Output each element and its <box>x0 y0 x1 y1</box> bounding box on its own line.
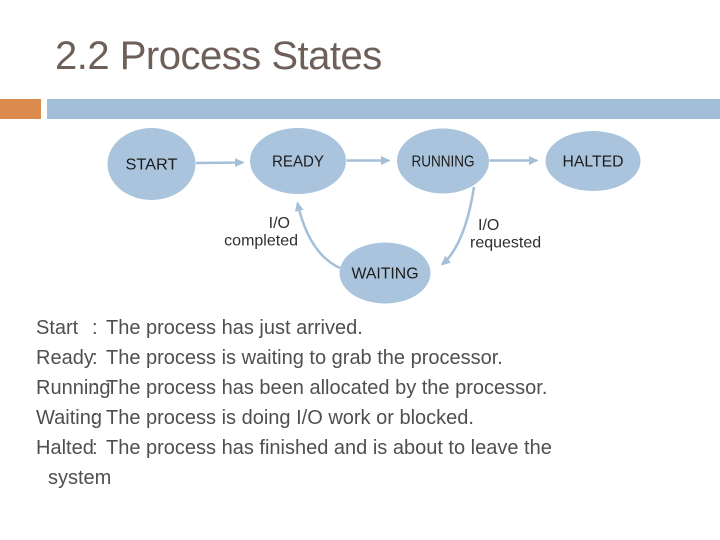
definition-text: The process is doing I/O work or blocked… <box>106 407 474 429</box>
definition-colon: : <box>92 377 98 399</box>
state-definitions: Start: The process has just arrived. Read… <box>36 313 696 493</box>
state-ellipse-waiting <box>339 242 431 304</box>
definition-term: Running <box>36 377 111 399</box>
state-label-halted: HALTED <box>563 154 624 171</box>
state-label-running: RUNNING <box>412 154 475 171</box>
state-label-ready: READY <box>272 154 324 171</box>
transition-waiting-ready-arc <box>294 201 341 270</box>
state-label-start: START <box>126 157 178 174</box>
definition-colon: : <box>92 347 98 369</box>
state-ellipse-start <box>107 128 196 200</box>
state-ellipse-running <box>397 128 489 194</box>
definition-row-running: Running: The process has been allocated b… <box>36 373 696 403</box>
accent-bar-orange <box>0 99 41 119</box>
io-requested-label-line1: I/O <box>478 217 499 234</box>
definition-term: Halted <box>36 437 94 459</box>
accent-bar-blue <box>47 99 720 119</box>
transition-start-ready <box>195 158 245 168</box>
definition-continuation: system <box>48 467 112 489</box>
io-requested-label-line2: requested <box>470 235 541 252</box>
definition-row-start: Start: The process has just arrived. <box>36 313 696 343</box>
definition-term: Ready <box>36 347 94 369</box>
definition-colon: : <box>92 407 98 429</box>
definition-colon: : <box>92 437 98 459</box>
definition-text: The process has just arrived. <box>106 317 363 339</box>
definition-text: The process has finished and is about to… <box>106 437 552 459</box>
state-ellipse-ready <box>250 128 346 194</box>
definition-row-ready: Ready: The process is waiting to grab the… <box>36 343 696 373</box>
definition-text: The process is waiting to grab the proce… <box>106 347 503 369</box>
io-completed-label-line2: completed <box>224 233 298 250</box>
definition-row-halted: Halted: The process has finished and is a… <box>36 433 696 463</box>
io-completed-label-line1: I/O <box>269 215 290 232</box>
definition-row-waiting: Waiting: The process is doing I/O work or… <box>36 403 696 433</box>
definition-text: The process has been allocated by the pr… <box>106 377 548 399</box>
definition-term: Start <box>36 317 79 339</box>
page-title: 2.2 Process States <box>55 34 382 78</box>
definition-colon: : <box>92 317 98 339</box>
state-ellipse-halted <box>545 131 641 191</box>
definition-term: Waiting <box>36 407 102 429</box>
state-label-waiting: WAITING <box>352 266 419 283</box>
transition-running-waiting-arc <box>440 186 476 266</box>
